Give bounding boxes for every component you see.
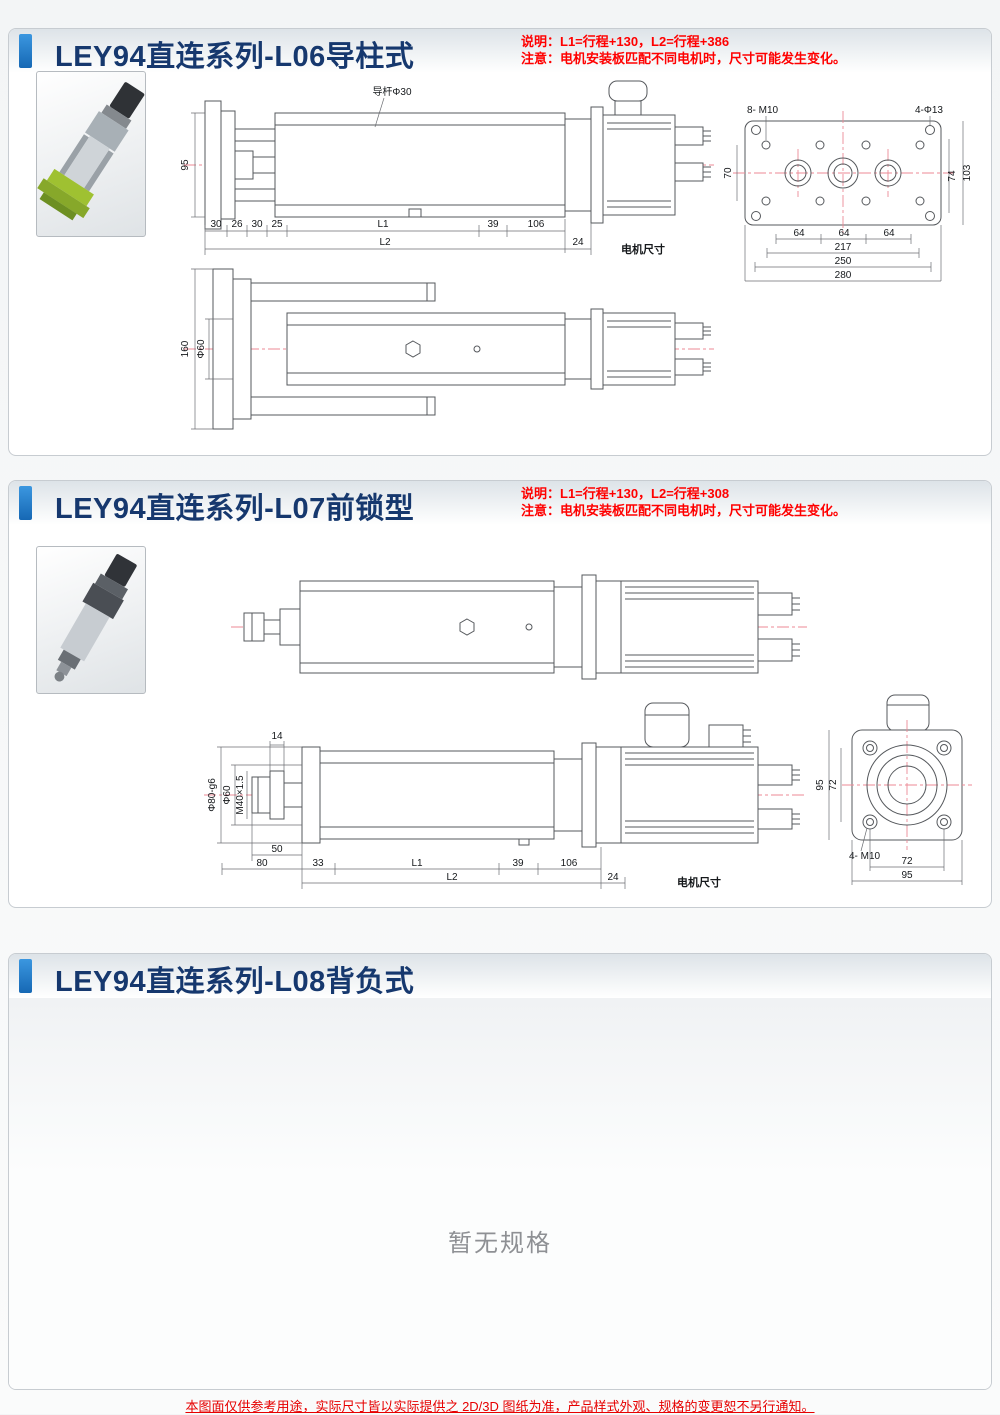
panel-l07-notes: 说明：L1=行程+130，L2=行程+308 注意：电机安装板匹配不同电机时，尺…: [521, 485, 846, 519]
dim-39-label: 39: [512, 858, 524, 869]
motor-size-label: 电机尺寸: [677, 875, 721, 889]
dim-70-label: 70: [723, 167, 734, 179]
dim-106-label: 106: [528, 219, 545, 230]
l07-technical-drawing: 14 Φ80-g6 Φ60 M40×1.5 50 80 33: [204, 574, 972, 889]
product-photo-l06: [36, 71, 146, 237]
l06-side-view: 导杆Φ30 95 30 26 30 25 L1 39 106: [180, 80, 714, 256]
dim-72h-label: 72: [901, 856, 913, 867]
dim-14-label: 14: [271, 731, 283, 742]
footer-disclaimer: 本图面仅供参考用途，实际尺寸皆以实际提供之 2D/3D 图纸为准，产品样式外观、…: [185, 1399, 815, 1414]
panel-l08: LEY94直连系列-L08背负式 暂无规格: [8, 953, 992, 1390]
note-line-1: 说明：L1=行程+130，L2=行程+386: [521, 34, 730, 49]
note-line-1: 说明：L1=行程+130，L2=行程+308: [521, 486, 730, 501]
l07-top-view: [231, 574, 807, 680]
dim-8m10-label: 8- M10: [747, 105, 779, 116]
dim-24-label: 24: [607, 872, 619, 883]
dim-m40-label: M40×1.5: [235, 775, 246, 815]
note-line-2: 注意：电机安装板匹配不同电机时，尺寸可能发生变化。: [521, 51, 847, 66]
dim-l2-label: L2: [379, 237, 391, 248]
panel-l07-title: LEY94直连系列-L07前锁型: [55, 493, 415, 525]
dim-64a-label: 64: [793, 228, 805, 239]
accent-bar: [19, 959, 32, 993]
note-line-2: 注意：电机安装板匹配不同电机时，尺寸可能发生变化。: [521, 503, 847, 518]
l07-side-view: 14 Φ80-g6 Φ60 M40×1.5 50 80 33: [204, 702, 807, 889]
dim-l1-label: L1: [377, 219, 389, 230]
no-spec-text: 暂无规格: [448, 1230, 552, 1257]
guide-rod-label: 导杆Φ30: [372, 86, 412, 98]
dim-74-label: 74: [947, 170, 958, 182]
dim-l2-label: L2: [446, 872, 458, 883]
product-photo-l06-art: [37, 82, 145, 221]
dim-phi60-label: Φ60: [222, 785, 233, 805]
product-photo-l07: [36, 546, 146, 694]
dim-30b-label: 30: [251, 219, 263, 230]
dim-33-label: 33: [312, 858, 324, 869]
panel-l07-header: LEY94直连系列-L07前锁型 说明：L1=行程+130，L2=行程+308 …: [9, 481, 991, 525]
dim-25-label: 25: [271, 219, 283, 230]
dim-95v-label: 95: [815, 779, 826, 791]
dim-24-label: 24: [572, 237, 584, 248]
dim-4d13-label: 4-Φ13: [915, 105, 943, 116]
l07-flange-view: 95 72 4- M10 72 95: [815, 694, 972, 885]
l06-technical-drawing: 导杆Φ30 95 30 26 30 25 L1 39 106: [180, 80, 973, 430]
dim-phi80-label: Φ80-g6: [207, 778, 218, 812]
dim-4m10-label: 4- M10: [849, 851, 881, 862]
dim-250-label: 250: [835, 256, 852, 267]
l06-end-view: 8- M10 4-Φ13 70 74 103 64 64 64 217: [723, 105, 973, 282]
dim-103-label: 103: [962, 164, 973, 181]
accent-bar: [19, 34, 32, 68]
dim-30a-label: 30: [210, 219, 222, 230]
panel-l08-header: LEY94直连系列-L08背负式: [9, 954, 991, 998]
dim-39-label: 39: [487, 219, 499, 230]
dim-50-label: 50: [271, 844, 283, 855]
dim-106-label: 106: [561, 858, 578, 869]
motor-size-label: 电机尺寸: [621, 242, 665, 256]
dim-64c-label: 64: [883, 228, 895, 239]
panel-l08-title: LEY94直连系列-L08背负式: [55, 966, 415, 998]
panel-l08-body: 暂无规格: [9, 998, 991, 1389]
panel-l06-header: LEY94直连系列-L06导柱式 说明：L1=行程+130，L2=行程+386 …: [9, 29, 991, 73]
dim-280-label: 280: [835, 270, 852, 281]
dim-l1-label: L1: [411, 858, 423, 869]
product-photo-l07-art: [54, 554, 137, 682]
panel-l06-title: LEY94直连系列-L06导柱式: [55, 41, 415, 73]
dim-160-label: 160: [180, 340, 191, 357]
dim-95-label: 95: [180, 159, 191, 171]
dim-80-label: 80: [256, 858, 268, 869]
panel-l07: LEY94直连系列-L07前锁型 说明：L1=行程+130，L2=行程+308 …: [8, 480, 992, 908]
panel-l06: LEY94直连系列-L06导柱式 说明：L1=行程+130，L2=行程+386 …: [8, 28, 992, 456]
dim-26-label: 26: [231, 219, 243, 230]
l06-top-view: 160 Φ60: [180, 268, 714, 430]
accent-bar: [19, 486, 32, 520]
dim-phi60-label: Φ60: [196, 339, 207, 359]
dim-217-label: 217: [835, 242, 852, 253]
dim-64b-label: 64: [838, 228, 850, 239]
dim-95h-label: 95: [901, 870, 913, 881]
dim-72v-label: 72: [828, 779, 839, 791]
panel-l06-notes: 说明：L1=行程+130，L2=行程+386 注意：电机安装板匹配不同电机时，尺…: [521, 33, 846, 67]
